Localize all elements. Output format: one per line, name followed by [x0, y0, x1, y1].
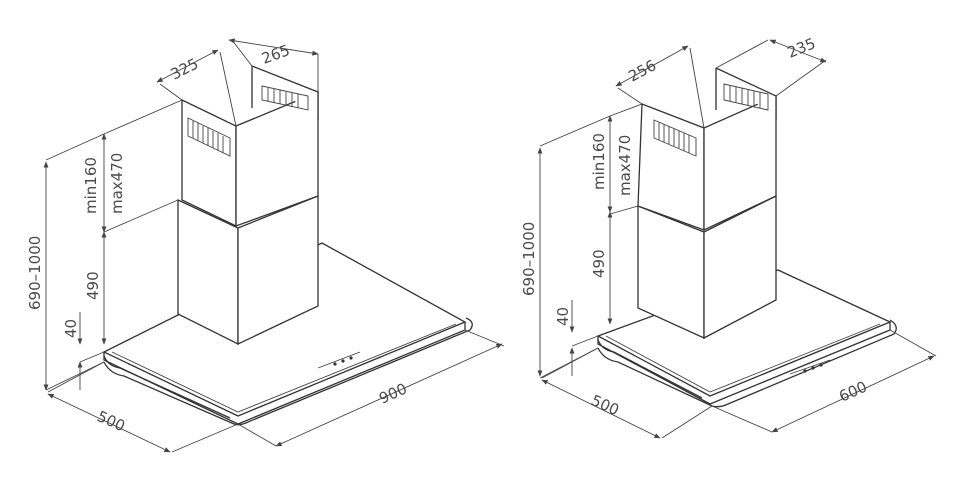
- vent-slots-left: [187, 117, 231, 157]
- hood-right: 256 235 min160 max470 490 40 690–1000 50…: [520, 34, 937, 439]
- dim-depth-left: 500: [94, 407, 127, 435]
- dim-canopy-height-left: 40: [62, 319, 80, 338]
- dim-width-right: 600: [836, 378, 869, 406]
- dim-lower-height-left: 490: [84, 271, 102, 300]
- hood-left: 325 265 min160 max470 490 40 690–1000 50…: [26, 38, 505, 453]
- vent-slots-back-left: [261, 85, 309, 111]
- vent-slots-back-right: [723, 83, 769, 111]
- dim-min-height-right: min160: [590, 133, 608, 190]
- vent-slots-right: [653, 119, 697, 157]
- dim-total-height-right: 690–1000: [520, 222, 538, 296]
- control-panel-right: [789, 359, 831, 375]
- dim-canopy-height-right: 40: [554, 307, 572, 326]
- dim-depth-right: 500: [588, 391, 621, 419]
- dim-chimney-depth-left: 265: [259, 41, 292, 68]
- dim-max-height-left: max470: [108, 153, 126, 214]
- dim-min-height-left: min160: [82, 157, 100, 214]
- dim-total-height-left: 690–1000: [26, 236, 44, 310]
- dim-lower-height-right: 490: [590, 249, 608, 278]
- dim-chimney-width-left: 325: [168, 55, 202, 84]
- dim-max-height-right: max470: [616, 135, 634, 196]
- dim-chimney-width-right: 256: [625, 56, 659, 85]
- dim-chimney-depth-right: 235: [785, 34, 818, 61]
- dim-width-left: 900: [376, 380, 409, 408]
